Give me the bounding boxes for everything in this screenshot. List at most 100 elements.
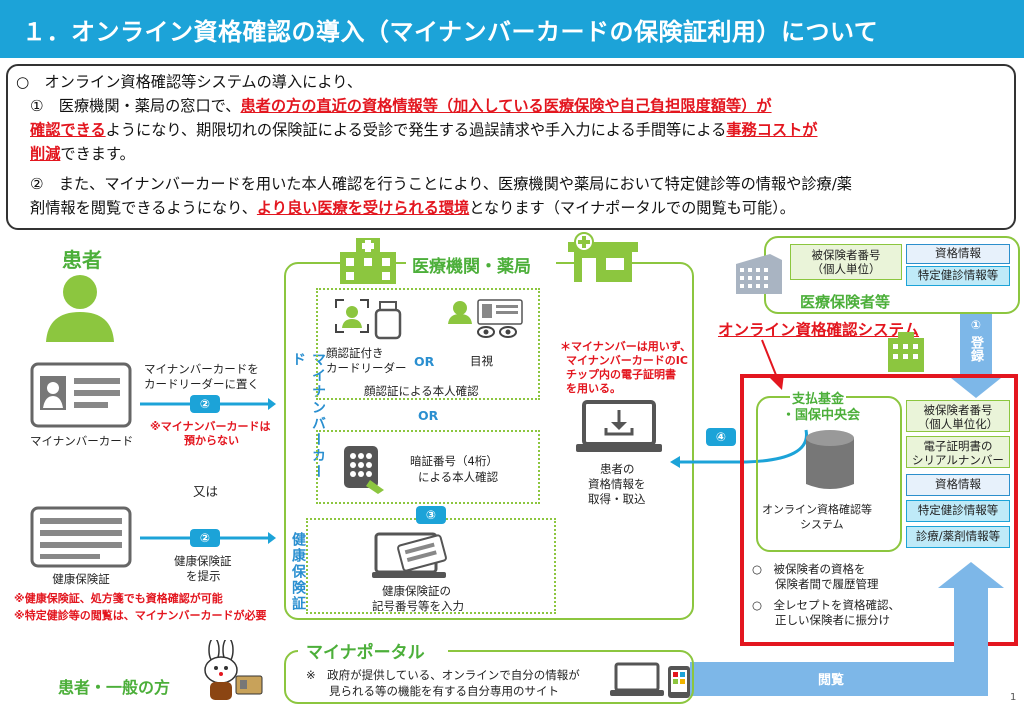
system-cell-2-line-1: 電子証明書の <box>923 439 993 453</box>
intro-line-4-a: 削減 <box>30 145 61 163</box>
face-auth-box <box>316 288 540 400</box>
insurer-cell-qualification: 資格情報 <box>906 244 1010 264</box>
register-label: 登録 <box>968 336 983 362</box>
chip-note-1: ＊マイナンバーは用いず、 <box>560 340 692 353</box>
retrieve-label-3: 取得・取込 <box>588 492 646 506</box>
title-bar <box>0 0 1024 58</box>
or-text: 又は <box>193 484 219 499</box>
payment-fund-label-1: 支払基金 <box>790 388 847 407</box>
system-title-pointer <box>761 339 784 390</box>
insurer-building-icon <box>736 254 782 294</box>
system-title: オンライン資格確認システム <box>718 321 920 339</box>
card-note-2: 預からない <box>184 434 239 447</box>
intro-line-6-c: となります（マイナポータルでの閲覧も可能）。 <box>469 199 795 217</box>
system-building-icon <box>888 332 924 372</box>
general-public-label: 患者・一般の方 <box>58 678 171 697</box>
db-label-1: オンライン資格確認等 <box>762 503 872 516</box>
chip-note-4: を用いる。 <box>566 382 621 395</box>
mynumber-card-label: マイナンバーカード <box>30 434 134 448</box>
intro-line-2-b: 患者の方の直近の資格情報等（加入している医療保険や自己負担限度額等）が <box>240 97 772 115</box>
system-note-1-a: ○ 被保険者の資格を <box>752 562 866 576</box>
insurer-cell-1-line-1: 被保険者番号 <box>811 248 881 262</box>
card-action-1: マイナンバーカードを <box>144 362 259 376</box>
intro-box <box>6 64 1016 230</box>
pin-label-2: による本人確認 <box>418 470 499 484</box>
laptop-download-icon <box>576 400 662 452</box>
insurance-vertical-label: 健康保険証 <box>290 532 306 612</box>
insurance-action-1: 健康保険証 <box>174 554 232 568</box>
patient-note-2: ※特定健診等の閲覧は、マイナンバーカードが必要 <box>14 609 267 622</box>
arrow-num-2b: ② <box>190 529 220 547</box>
mynumber-vertical-label: マイナンバーカード <box>290 352 326 480</box>
chip-note-2: マイナンバーカードのIC <box>566 354 688 367</box>
pharmacy-icon <box>568 232 638 282</box>
devices-icon <box>610 662 690 698</box>
insurance-input-label-1: 健康保険証の <box>382 584 451 598</box>
page-number: 1 <box>1010 692 1017 703</box>
mascot-icon <box>204 640 263 700</box>
online-system-frame <box>740 374 1018 646</box>
face-reader-icon <box>335 299 402 340</box>
arrow-num-3: ③ <box>416 506 446 524</box>
intro-line-3-a: 確認できる <box>30 121 106 139</box>
or-label-1: OR <box>414 354 435 369</box>
intro-line-6: 剤情報を閲覧できるようになり、より良い医療を受けられる環境となります（マイナポー… <box>30 196 795 220</box>
database-icon <box>806 430 854 489</box>
intro-line-3-b: ようになり、期限切れの保険証による受診で発生する過誤請求や手入力による手間等によ… <box>105 121 727 139</box>
pin-label-1: 暗証番号（4桁） <box>410 454 498 468</box>
payment-fund-label-2: ・国保中央会 <box>782 408 861 423</box>
mynaportal-title-bg <box>298 636 448 662</box>
face-confirm-label: 顔認証による本人確認 <box>364 384 479 398</box>
system-note-2-a: ○ 全レセプトを資格確認、 <box>752 598 901 612</box>
system-cell-1-line-2: （個人単位化） <box>917 417 999 431</box>
mynaportal-box <box>284 650 694 704</box>
insurer-cell-insured-number: 被保険者番号 （個人単位） <box>790 244 902 280</box>
intro-line-6-a: 剤情報を閲覧できるようになり、 <box>30 199 257 217</box>
system-cell-insured-number: 被保険者番号 （個人単位化） <box>906 400 1010 432</box>
system-cell-2-line-2: シリアルナンバー <box>912 453 1004 467</box>
mynaportal-desc-1: ※ 政府が提供している、オンラインで自分の情報が <box>306 668 580 682</box>
view-arrow-head <box>938 562 1004 588</box>
insurer-cell-checkup: 特定健診情報等 <box>906 266 1010 286</box>
register-arrow-head <box>946 374 1006 398</box>
mynaportal-desc-2: 見られる等の機能を有する自分専用のサイト <box>306 684 559 698</box>
intro-line-5: ② また、マイナンバーカードを用いた本人確認を行うことにより、医療機関や薬局にお… <box>30 175 852 193</box>
intro-line-3-c: 事務コストが <box>726 121 818 139</box>
arrow-4 <box>670 429 808 468</box>
card-note-1: ※マイナンバーカードは <box>150 420 271 433</box>
retrieve-label-1: 患者の <box>600 462 635 476</box>
view-label: 閲覧 <box>818 673 845 688</box>
hospital-icon <box>340 238 396 284</box>
system-cell-medical: 診療/薬剤情報等 <box>906 526 1010 548</box>
pin-auth-box <box>316 430 540 504</box>
intro-line-2: ① 医療機関・薬局の窓口で、患者の方の直近の資格情報等（加入している医療保険や自… <box>30 94 772 118</box>
medical-title-bg <box>406 250 556 276</box>
arrow-num-4: ④ <box>706 428 736 446</box>
view-arrow-horizontal <box>690 662 978 696</box>
mynumber-card-icon <box>30 362 132 428</box>
intro-line-2-a: ① 医療機関・薬局の窓口で、 <box>30 97 241 115</box>
system-cell-1-line-1: 被保険者番号 <box>923 403 993 417</box>
patient-icon <box>46 275 114 342</box>
pin-pad-icon <box>344 446 384 494</box>
face-reader-label-2: カードリーダー <box>326 361 407 375</box>
medical-title: 医療機関・薬局 <box>412 257 531 277</box>
or-label-2: OR <box>418 408 439 423</box>
insurance-card-icon <box>30 506 132 568</box>
insurance-input-icon <box>372 532 447 578</box>
system-cell-qualification: 資格情報 <box>906 474 1010 496</box>
face-reader-label-1: 顔認証付き <box>326 346 384 360</box>
insurance-action-2: を提示 <box>186 569 221 583</box>
db-label-2: システム <box>800 518 844 531</box>
register-arrow-shaft <box>960 314 992 376</box>
system-note-2-b: 正しい保険者に振分け <box>752 613 890 627</box>
intro-line-4: 削減できます。 <box>30 142 135 166</box>
intro-line-1: ○ オンライン資格確認等システムの導入により、 <box>16 73 363 91</box>
insurance-card-label: 健康保険証 <box>52 572 110 586</box>
arrow-num-1: ① <box>970 318 982 332</box>
retrieve-label-2: 資格情報を <box>588 477 646 491</box>
mynaportal-title: マイナポータル <box>306 643 425 663</box>
intro-line-6-b: より良い医療を受けられる環境 <box>256 199 470 217</box>
system-note-1-b: 保険者間で履歴管理 <box>752 577 879 591</box>
system-cell-certificate: 電子証明書の シリアルナンバー <box>906 436 1010 468</box>
